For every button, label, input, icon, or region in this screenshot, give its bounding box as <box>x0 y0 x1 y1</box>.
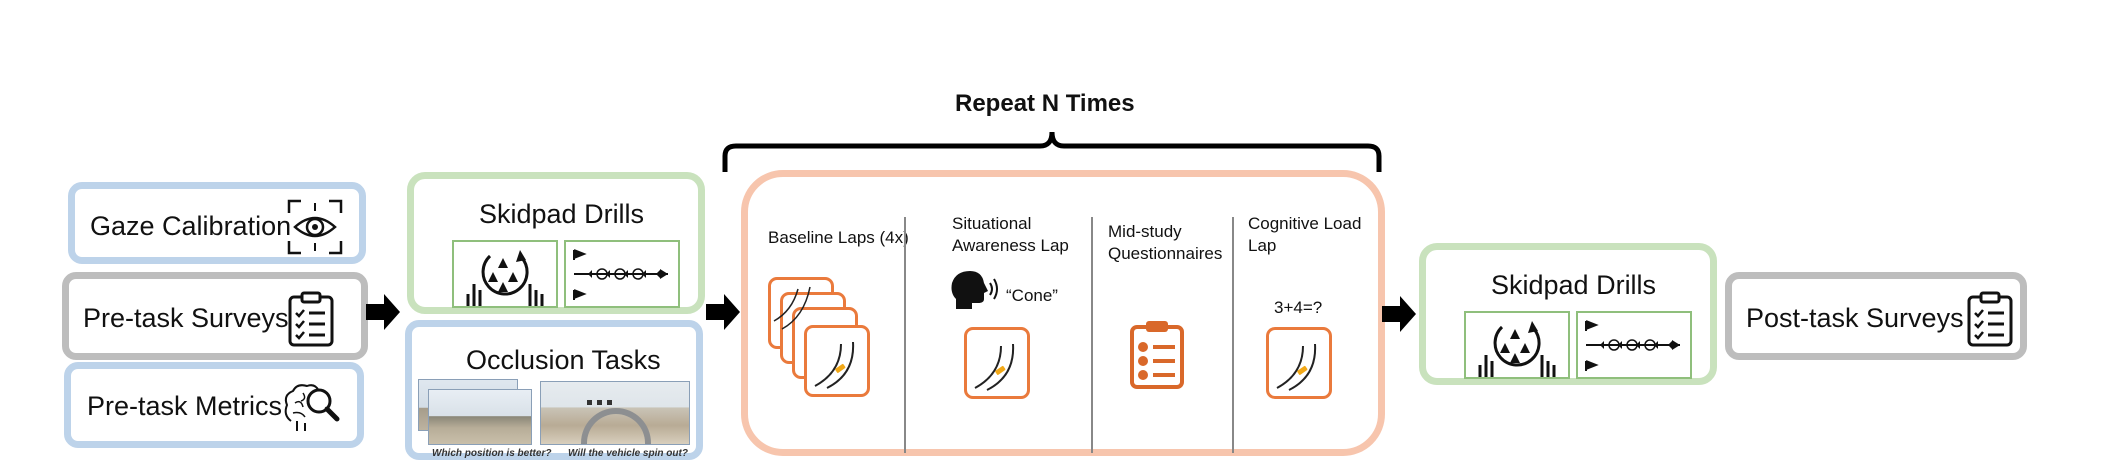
divider-2 <box>1091 217 1093 453</box>
clipboard-checklist-icon <box>288 291 334 347</box>
arrow-right-icon <box>1382 296 1416 332</box>
skidpad-drills-box-1: Skidpad Drills <box>407 172 705 314</box>
occlusion-photo-left <box>428 389 532 445</box>
occlusion-caption-right: Will the vehicle spin out? <box>568 448 688 459</box>
road-signs <box>587 400 617 405</box>
repeat-loop-box: Baseline Laps (4x) Situational Awareness… <box>741 170 1385 456</box>
slalom-course-icon <box>1585 320 1680 371</box>
situational-label-line2: Awareness Lap <box>952 236 1069 255</box>
divider-3 <box>1232 217 1234 453</box>
slalom-diagram-panel-1 <box>564 240 680 308</box>
pre-task-surveys-label: Pre-task Surveys <box>83 303 289 333</box>
cone-speech-text: “Cone” <box>1006 286 1058 305</box>
occlusion-tasks-box: Occlusion Tasks Which position is better… <box>405 320 703 460</box>
pre-task-metrics-box: Pre-task Metrics <box>64 362 364 448</box>
cognitive-label-line2: Lap <box>1248 236 1277 255</box>
eye-target-icon <box>287 199 343 255</box>
skidpad-drills-title-2: Skidpad Drills <box>1491 270 1657 300</box>
baseline-card-tracks <box>773 286 811 330</box>
head-speaking-icon <box>951 271 998 309</box>
clipboard-checklist-icon <box>1967 291 2013 347</box>
pre-task-metrics-label: Pre-task Metrics <box>87 391 283 421</box>
midstudy-label-line2: Questionnaires <box>1108 244 1223 263</box>
baseline-laps-label: Baseline Laps (4x) <box>768 228 909 247</box>
baseline-lap-card-4 <box>804 325 870 397</box>
occlusion-photo-right <box>540 381 690 445</box>
math-prompt-text: 3+4=? <box>1274 298 1323 317</box>
brain-magnifier-icon <box>284 384 340 431</box>
slalom-course-icon <box>573 249 668 300</box>
occlusion-tasks-title: Occlusion Tasks <box>466 345 661 375</box>
slalom-diagram-panel-2 <box>1576 311 1692 379</box>
midstudy-label-line1: Mid-study <box>1108 222 1182 241</box>
divider-1 <box>904 217 906 453</box>
skidpad-drills-title-1: Skidpad Drills <box>479 199 645 229</box>
post-task-surveys-box: Post-task Surveys <box>1725 272 2027 360</box>
race-track-icon <box>974 343 1015 391</box>
situational-lap-card <box>964 327 1030 399</box>
cognitive-lap-card <box>1266 327 1332 399</box>
skidpad-diagram-panel-2 <box>1464 311 1570 379</box>
arrow-right-icon <box>706 294 740 330</box>
pre-task-surveys-box: Pre-task Surveys <box>62 272 368 360</box>
situational-label-line1: Situational <box>952 214 1032 233</box>
race-track-icon <box>1276 343 1317 391</box>
cognitive-label-line1: Cognitive Load <box>1248 214 1362 233</box>
arrow-right-icon <box>366 294 400 330</box>
post-task-surveys-label: Post-task Surveys <box>1746 303 1964 333</box>
skidpad-diagram-panel-1 <box>452 240 558 308</box>
repeat-label: Repeat N Times <box>955 90 1135 117</box>
skidpad-drills-box-2: Skidpad Drills <box>1419 243 1717 385</box>
gaze-calibration-box: Gaze Calibration <box>68 182 366 264</box>
skidpad-circle-icon <box>1478 321 1556 377</box>
race-track-icon <box>814 341 855 389</box>
gaze-calibration-label: Gaze Calibration <box>90 211 292 241</box>
skidpad-circle-icon <box>466 250 544 306</box>
occlusion-caption-left: Which position is better? <box>432 448 552 459</box>
road-curve <box>581 408 651 444</box>
repeat-brace <box>722 131 1382 172</box>
clipboard-checklist-icon <box>1130 321 1184 389</box>
